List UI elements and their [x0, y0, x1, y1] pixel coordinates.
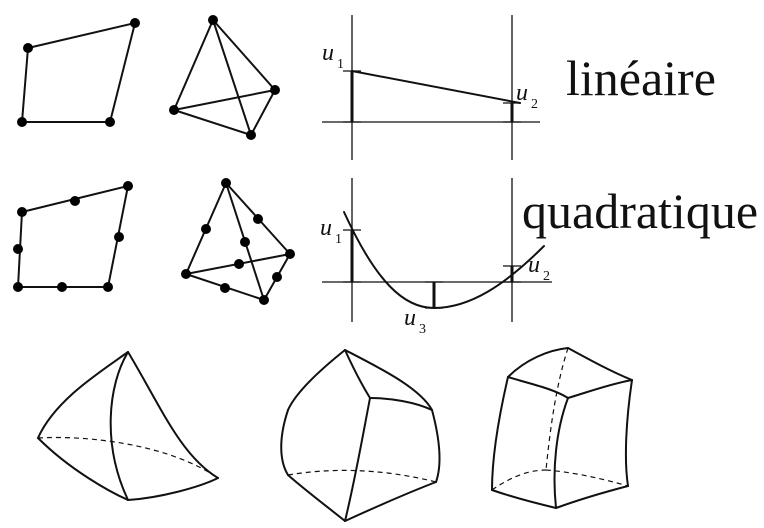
linear-interpolation-plot: [322, 15, 540, 160]
node: [270, 85, 280, 95]
node: [201, 224, 211, 234]
node: [240, 237, 250, 247]
u3-label-quadratic: u: [404, 305, 416, 331]
node: [13, 282, 23, 292]
u2-label-linear: u: [516, 80, 528, 106]
label-quadratic: quadratique: [522, 183, 758, 239]
node: [220, 283, 230, 293]
node: [181, 269, 191, 279]
curved-hexahedral-element: [491, 347, 633, 509]
linear-tetrahedron: [169, 15, 280, 140]
node: [208, 15, 218, 25]
node: [105, 117, 115, 127]
u1-label-linear: u: [322, 40, 334, 66]
node: [234, 259, 244, 269]
node: [103, 282, 113, 292]
node: [169, 105, 179, 115]
u2-sub-linear: 2: [531, 97, 538, 112]
node: [130, 18, 140, 28]
node: [259, 295, 269, 305]
node: [285, 249, 295, 259]
node: [253, 214, 263, 224]
u1-sub-linear: 1: [337, 57, 344, 72]
curved-prism-element: [280, 349, 441, 522]
label-linear: linéaire: [566, 50, 716, 106]
quadratic-tetrahedron: [181, 178, 295, 305]
u1-sub-quadratic: 1: [335, 232, 342, 247]
curved-tetrahedral-element: [37, 351, 219, 501]
node: [114, 232, 124, 242]
u2-sub-quadratic: 2: [543, 269, 550, 284]
node: [17, 207, 27, 217]
linear-quadrilateral: [17, 18, 140, 127]
node: [123, 181, 133, 191]
quadratic-quadrilateral: [13, 181, 133, 292]
node: [57, 282, 67, 292]
u3-sub-quadratic: 3: [419, 322, 426, 337]
node: [13, 244, 23, 254]
node: [70, 196, 80, 206]
u1-label-quadratic: u: [320, 215, 332, 241]
node: [272, 272, 282, 282]
node: [23, 43, 33, 53]
quadratic-interpolation-plot: [322, 178, 552, 322]
node: [246, 130, 256, 140]
node: [17, 117, 27, 127]
node: [221, 178, 231, 188]
u2-label-quadratic: u: [528, 252, 540, 278]
